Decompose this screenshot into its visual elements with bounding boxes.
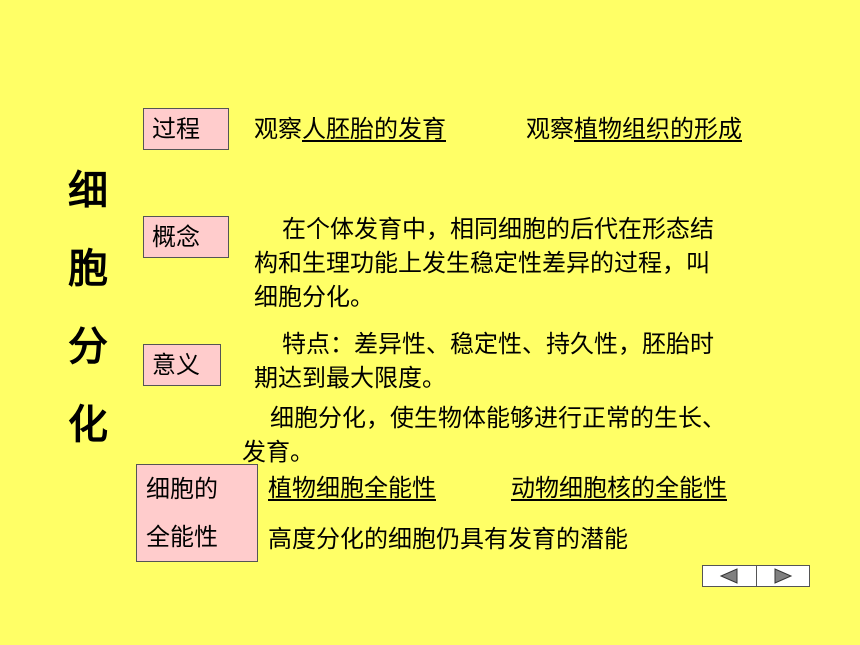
slide-navigation (702, 565, 810, 587)
features-line-2: 期达到最大限度。 (254, 364, 446, 392)
totipotency-label-line-2: 全能性 (146, 523, 218, 551)
process-label-box: 过程 (143, 108, 229, 150)
process-link-human-embryo[interactable]: 人胚胎的发育 (302, 115, 446, 143)
concept-line-3: 细胞分化。 (254, 283, 374, 311)
concept-text: 在个体发育中，相同细胞的后代在形态结 构和生理功能上发生稳定性差异的过程，叫 细… (254, 212, 714, 314)
process-prefix-1: 观察 (254, 115, 302, 143)
concept-line-2: 构和生理功能上发生稳定性差异的过程，叫 (254, 249, 710, 277)
significance-features: 特点：差异性、稳定性、持久性，胚胎时 期达到最大限度。 (254, 327, 714, 395)
process-prefix-2: 观察 (526, 115, 574, 143)
totipotency-label-box: 细胞的 全能性 (136, 464, 258, 562)
title-char-2: 胞 (68, 246, 108, 292)
meaning-line-2: 发育。 (242, 438, 314, 466)
concept-line-1: 在个体发育中，相同细胞的后代在形态结 (282, 215, 714, 243)
prev-slide-button[interactable] (703, 566, 756, 586)
totipotency-description: 高度分化的细胞仍具有发育的潜能 (268, 525, 628, 553)
features-line-1: 特点：差异性、稳定性、持久性，胚胎时 (282, 330, 714, 358)
triangle-right-icon (774, 568, 792, 584)
process-line: 观察人胚胎的发育 (254, 117, 446, 141)
process-link-plant-tissue[interactable]: 植物组织的形成 (574, 115, 742, 143)
link-plant-totipotency[interactable]: 植物细胞全能性 (268, 474, 436, 502)
totipotency-label-line-1: 细胞的 (146, 475, 218, 503)
title-char-4: 化 (68, 402, 108, 448)
process-line-2: 观察植物组织的形成 (526, 117, 742, 141)
meaning-line-1: 细胞分化，使生物体能够进行正常的生长、 (270, 404, 726, 432)
link-animal-nucleus-totipotency[interactable]: 动物细胞核的全能性 (511, 474, 727, 502)
triangle-left-icon (720, 568, 738, 584)
significance-label-box: 意义 (143, 344, 221, 386)
concept-label-box: 概念 (143, 216, 229, 258)
next-slide-button[interactable] (755, 566, 809, 586)
title-char-1: 细 (68, 168, 108, 214)
title-char-3: 分 (68, 324, 108, 370)
